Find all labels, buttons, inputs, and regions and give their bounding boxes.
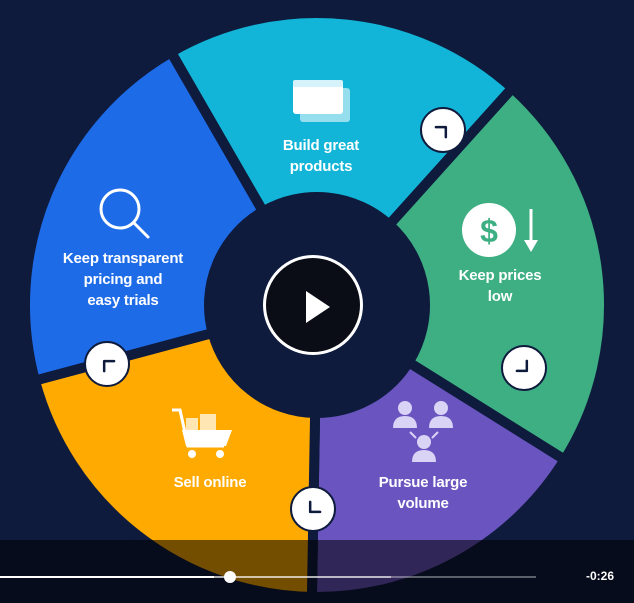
play-button[interactable] bbox=[263, 255, 363, 355]
chevron-arrow-icon bbox=[501, 345, 547, 391]
shopping-cart-icon bbox=[172, 408, 232, 458]
segment-keep-prices-low bbox=[382, 80, 614, 467]
people-network-icon bbox=[393, 401, 453, 462]
segment-keep-transparent-pricing bbox=[20, 45, 270, 387]
svg-text:$: $ bbox=[480, 213, 498, 249]
video-controls-bar: -0:26 bbox=[0, 540, 634, 603]
chevron-arrow-icon bbox=[84, 341, 130, 387]
dollar-down-arrow-icon: $ bbox=[462, 203, 538, 257]
progress-track[interactable] bbox=[0, 576, 536, 578]
browser-windows-icon bbox=[293, 80, 350, 122]
segment-label-keep-prices-low: Keep prices low bbox=[458, 267, 542, 305]
segment-label-keep-transparent-pricing: Keep transparent pricing and easy trials bbox=[62, 250, 184, 309]
chevron-arrow-icon bbox=[420, 107, 466, 153]
segment-label-pursue-large-volume: Pursue large volume bbox=[378, 474, 468, 512]
time-remaining: -0:26 bbox=[585, 569, 614, 583]
segment-label-sell-online: Sell online bbox=[173, 474, 247, 491]
magnifier-icon bbox=[99, 188, 150, 239]
play-icon bbox=[306, 291, 330, 323]
scrub-handle[interactable] bbox=[224, 571, 237, 583]
chevron-arrow-icon bbox=[290, 486, 336, 532]
segment-label-build-great-products: Build great products bbox=[282, 137, 360, 175]
progress-fill bbox=[0, 576, 215, 578]
